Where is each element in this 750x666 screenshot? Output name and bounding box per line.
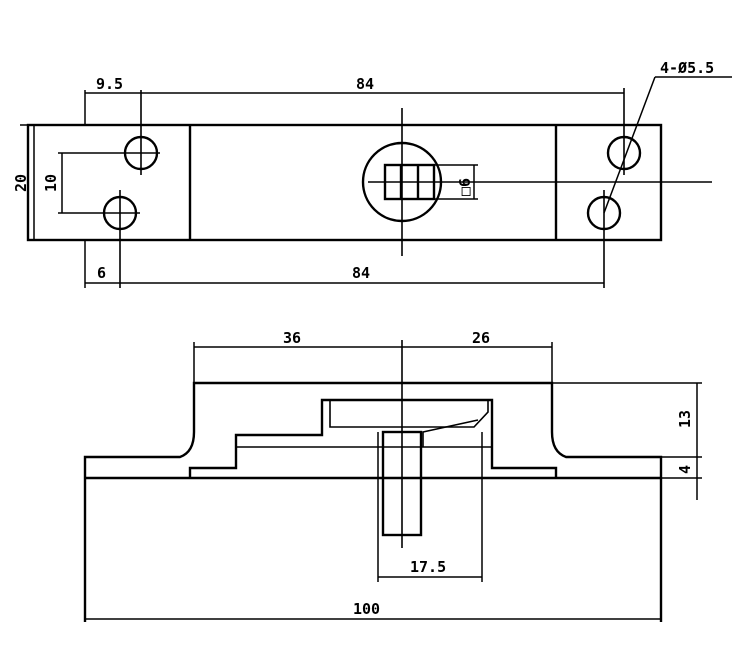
dim-right: 26: [472, 329, 490, 347]
dim-square: □6: [456, 178, 474, 196]
latch-bolt-slope: [422, 419, 479, 447]
top-view: □6 9.5 84 4-Ø5.5 20 10 6 84: [12, 59, 732, 288]
dim-hole-callout: 4-Ø5.5: [660, 59, 714, 77]
dim-total: 100: [353, 600, 380, 618]
dim-bottom-main: 84: [352, 264, 370, 282]
dim-top-main: 84: [356, 75, 374, 93]
dim-height: 20: [12, 174, 30, 192]
front-body-outline: [83, 381, 663, 622]
dim-height-lower: 4: [676, 465, 694, 474]
dim-height-upper: 13: [676, 410, 694, 428]
dim-left: 36: [283, 329, 301, 347]
dim-bottom-left: 6: [97, 264, 106, 282]
latch-bolt-profile: [329, 400, 489, 428]
front-view: 36 26 13 4 17.5 100: [83, 329, 702, 622]
dim-top-left: 9.5: [96, 75, 123, 93]
dim-hole-spacing: 10: [42, 174, 60, 192]
hole-callout-leader: [603, 76, 656, 214]
inner-step-profile: [188, 398, 558, 478]
dim-latch: 17.5: [410, 558, 446, 576]
